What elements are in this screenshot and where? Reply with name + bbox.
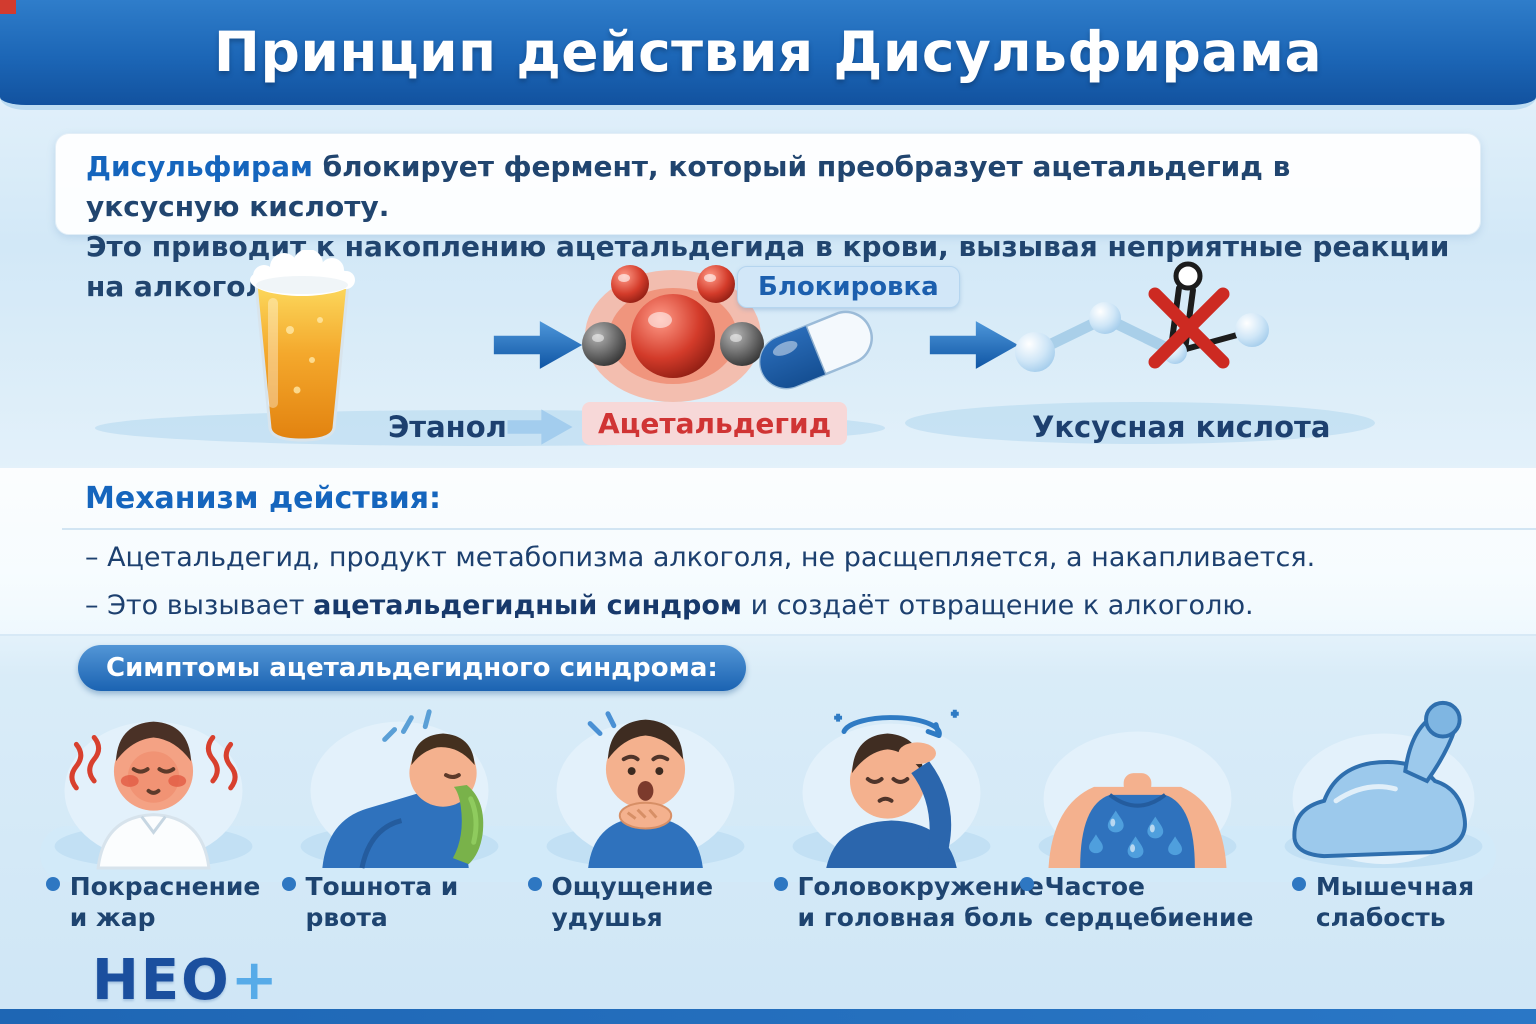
- symptom-caption: Тошнота и рвота: [281, 872, 517, 933]
- acetaldehyde-molecule-icon: [582, 265, 764, 402]
- small-arrow-icon: [507, 409, 573, 445]
- choking-icon: [546, 711, 744, 869]
- acetic-acid-molecule-icon: [1015, 261, 1269, 372]
- symptom-item: Мышечная слабость: [1260, 690, 1506, 933]
- bullet-dot-icon: [1291, 877, 1306, 891]
- symptom-caption: Головокружение и головная боль: [773, 872, 1044, 933]
- intro-line-1: Дисульфирам блокирует фермент, который п…: [86, 147, 1450, 227]
- acetic-acid-label: Уксусная кислота: [1032, 410, 1331, 444]
- symptom-label: Тошнота и рвота: [305, 872, 459, 932]
- symptoms-row: Покраснение и жар: [30, 690, 1506, 933]
- mechanism-bullet-2: – Это вызывает ацетальдегидный синдром и…: [85, 590, 1254, 621]
- corner-artifact: [0, 0, 16, 14]
- symptom-label: Мышечная слабость: [1315, 872, 1475, 932]
- page-title: Принцип действия Дисульфирама: [213, 20, 1323, 84]
- symptom-label: Покраснение и жар: [69, 872, 261, 932]
- bullet-dot-icon: [1020, 877, 1035, 891]
- symptom-item: Тошнота и рвота: [276, 690, 522, 933]
- nausea-icon: [300, 709, 498, 869]
- bullet-dot-icon: [281, 877, 296, 891]
- weakness-icon: [1284, 700, 1482, 869]
- header: Принцип действия Дисульфирама: [0, 0, 1536, 110]
- intro-line-1-rest: блокирует фермент, который преобразует а…: [86, 150, 1291, 223]
- bullet-dot-icon: [773, 877, 788, 891]
- ethanol-label: Этанол: [388, 410, 507, 444]
- bullet-dot-icon: [527, 877, 542, 891]
- mechanism-heading: Механизм действия:: [85, 481, 441, 516]
- flow-arrow-icon: [929, 321, 1019, 369]
- beer-glass-icon: [250, 250, 355, 442]
- symptom-item: Ощущение удушья: [522, 690, 768, 933]
- symptom-caption: Покраснение и жар: [45, 872, 261, 933]
- blockade-badge: Блокировка: [737, 266, 960, 308]
- acetaldehyde-syndrome-term: ацетальдегидный синдром: [313, 590, 742, 621]
- symptom-caption: Частое сердцебиение: [1020, 872, 1254, 933]
- mechanism-section: Механизм действия: – Ацетальдегид, проду…: [0, 466, 1536, 636]
- wave-band: [40, 826, 1496, 882]
- bullet-dot-icon: [45, 877, 60, 891]
- intro-term: Дисульфирам: [86, 150, 313, 183]
- mechanism-divider: [62, 528, 1536, 530]
- logo: НЕО+: [92, 948, 280, 1013]
- acetaldehyde-label: Ацетальдегид: [582, 402, 848, 445]
- sweating-icon: [1038, 731, 1236, 869]
- bottom-bar: [0, 1009, 1536, 1024]
- capsule-icon: [750, 302, 882, 399]
- symptom-item: Покраснение и жар: [30, 690, 276, 933]
- symptom-label: Ощущение удушья: [551, 872, 714, 932]
- symptom-label: Головокружение и головная боль: [797, 872, 1044, 932]
- puddle-shape-right: [905, 402, 1375, 444]
- flushing-icon: [54, 721, 252, 870]
- symptoms-heading-pill: Симптомы ацетальдегидного синдрома:: [78, 645, 746, 691]
- flow-arrow-icon: [493, 321, 583, 369]
- symptom-item: Частое сердцебиение: [1014, 690, 1260, 933]
- symptom-caption: Ощущение удушья: [527, 872, 763, 933]
- mechanism-bullet-1: – Ацетальдегид, продукт метабопизма алко…: [85, 542, 1316, 573]
- blocked-x-icon: [1148, 287, 1230, 369]
- symptom-item: Головокружение и головная боль: [768, 690, 1044, 933]
- dizziness-icon: [792, 709, 990, 869]
- symptom-label: Частое сердцебиение: [1044, 872, 1254, 932]
- symptom-caption: Мышечная слабость: [1291, 872, 1475, 933]
- intro-panel: Дисульфирам блокирует фермент, который п…: [55, 133, 1481, 303]
